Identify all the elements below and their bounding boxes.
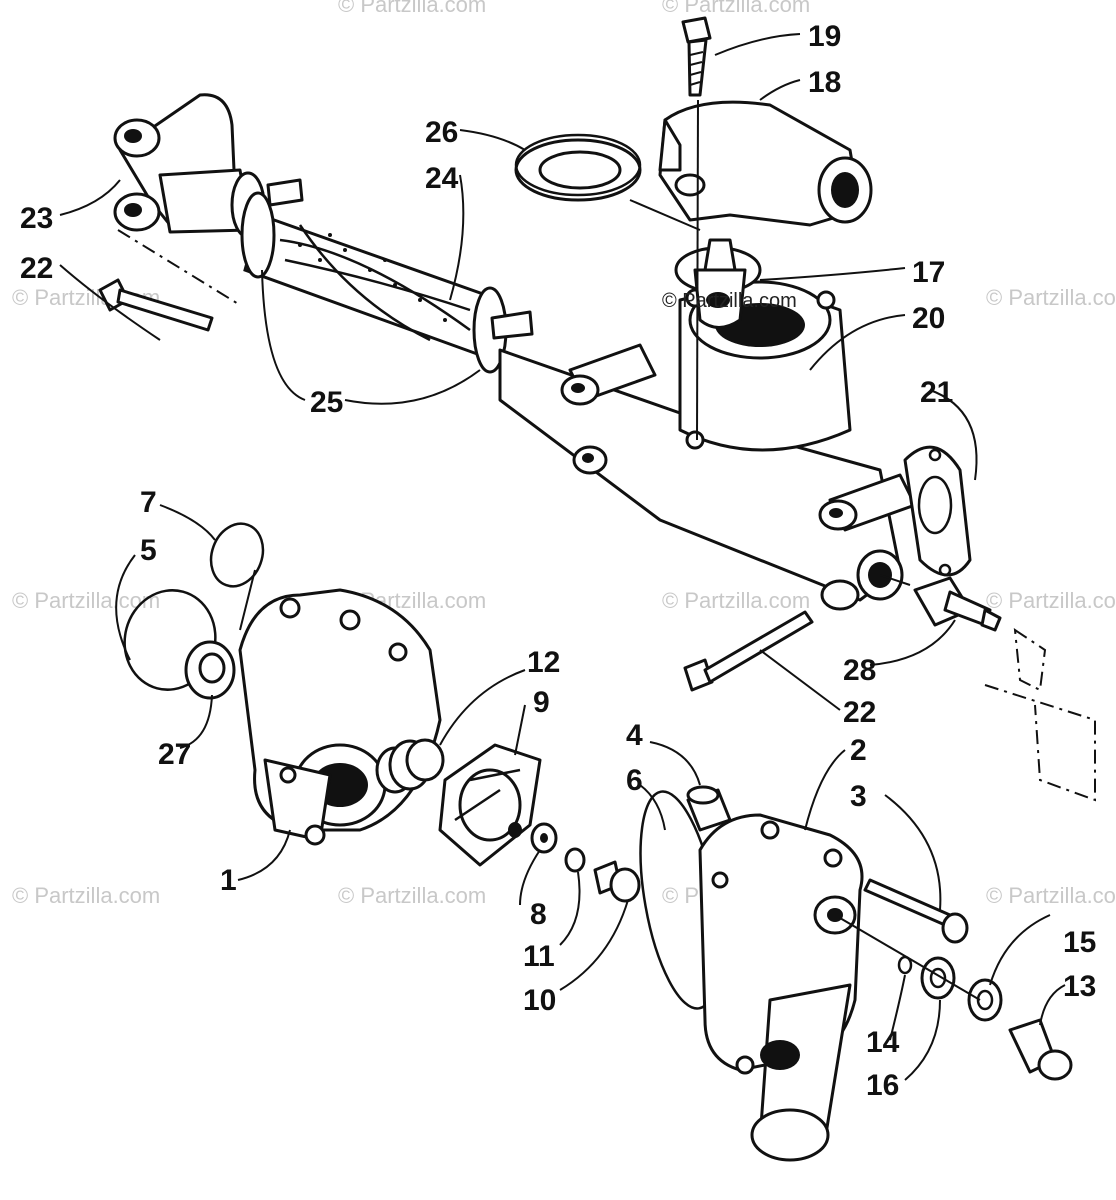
part-9-impeller (438, 743, 542, 867)
watermarks: © Partzilla.com © Partzilla.com © Partzi… (12, 0, 1116, 908)
watermark: © Partzilla.com (986, 285, 1116, 310)
part-10-screw (593, 860, 641, 903)
part-4-dowel (686, 785, 732, 832)
part-19-bolt (681, 16, 712, 97)
callout-20: 20 (912, 302, 945, 335)
callout-9: 9 (533, 686, 550, 719)
callout-27: 27 (158, 738, 191, 771)
connector-outline (984, 627, 1096, 802)
callout-6: 6 (626, 764, 643, 797)
callout-22-lower: 22 (843, 696, 876, 729)
callout-19: 19 (808, 20, 841, 53)
callout-3: 3 (850, 780, 867, 813)
callout-18: 18 (808, 66, 841, 99)
part-1-pump-housing (238, 588, 442, 846)
part-22-bolt-lower (683, 610, 814, 692)
watermark: © Partzilla.com (986, 883, 1116, 908)
watermark-inline: © Partzilla.com (662, 290, 797, 312)
callout-7: 7 (140, 486, 157, 519)
callout-16: 16 (866, 1069, 899, 1102)
callout-2: 2 (850, 734, 867, 767)
callout-12: 12 (527, 646, 560, 679)
watermark: © Partzilla.com (338, 883, 486, 908)
watermark: © Partzilla.com (662, 0, 810, 17)
callout-28: 28 (843, 654, 876, 687)
part-16-washer (920, 956, 956, 1000)
part-12-shaft-seal (375, 738, 445, 794)
callout-17: 17 (912, 256, 945, 289)
watermark: © Partzilla.com (12, 588, 160, 613)
callout-22-upper: 22 (20, 252, 53, 285)
callout-21: 21 (920, 376, 953, 409)
callout-labels: 19 18 26 24 23 22 17 20 21 25 7 5 28 22 … (20, 20, 1096, 1102)
part-26-seal (514, 133, 642, 202)
callout-11: 11 (523, 940, 555, 973)
watermark: © Partzilla.com (662, 588, 810, 613)
callout-25: 25 (310, 386, 343, 419)
callout-10: 10 (523, 984, 556, 1017)
watermark: © Partzilla.com (986, 588, 1116, 613)
part-28-temp-sensor (913, 576, 1002, 632)
callout-13: 13 (1063, 970, 1096, 1003)
part-27-bearing (184, 640, 236, 700)
callout-23: 23 (20, 202, 53, 235)
part-3-screw (863, 878, 969, 944)
callout-24: 24 (425, 162, 459, 195)
callout-14: 14 (866, 1026, 900, 1059)
callout-1: 1 (220, 864, 237, 897)
part-25-hose-clamps (240, 178, 534, 374)
callout-5: 5 (140, 534, 157, 567)
part-2-pump-cover (698, 813, 864, 1162)
part-21-gasket (903, 445, 972, 577)
part-13-drain-plug (1008, 1018, 1073, 1081)
part-15-washer (967, 978, 1003, 1022)
watermark: © Partzilla.com (12, 883, 160, 908)
part-11-lock-washer (564, 847, 586, 873)
part-23-outlet-elbow (113, 93, 266, 239)
callout-26: 26 (425, 116, 458, 149)
part-8-washer (530, 822, 558, 854)
callout-4: 4 (626, 719, 643, 752)
leader-lines (59, 33, 1066, 1081)
part-18-thermostat-cover (658, 100, 873, 227)
watermark: © Partzilla.com (338, 0, 486, 17)
assembly-lines (117, 99, 981, 1001)
part-7-o-ring (209, 522, 265, 588)
callout-8: 8 (530, 898, 547, 931)
callout-15: 15 (1063, 926, 1096, 959)
